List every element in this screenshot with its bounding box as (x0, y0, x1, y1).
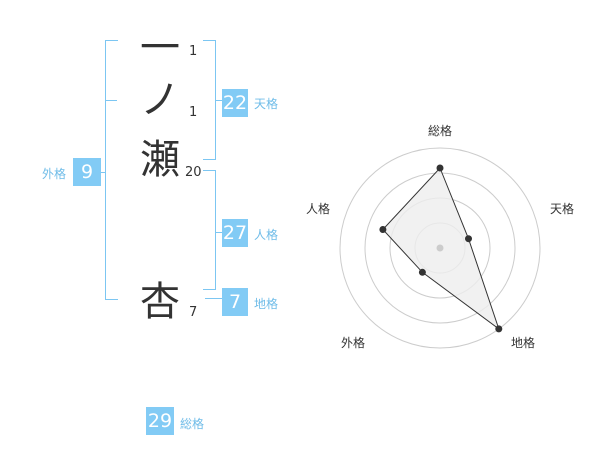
radar-axis-label-ten: 天格 (550, 202, 575, 216)
radar-point-4 (418, 268, 426, 276)
chi-kaku-label: 地格 (254, 297, 279, 311)
radar-axis-label-jin: 人格 (306, 202, 331, 216)
sou-kaku-label: 総格 (180, 417, 205, 431)
radar-point-2 (465, 235, 472, 243)
stroke-count-3: 20 (185, 165, 202, 180)
stroke-count-1: 1 (189, 44, 198, 59)
outer-bracket (105, 40, 118, 300)
radar-axis-label-chi: 地格 (511, 336, 536, 350)
name-char-4: 杏 (140, 279, 180, 325)
chi-bracket-stem (205, 298, 222, 299)
jin-kaku-label: 人格 (254, 228, 279, 242)
jin-bracket-stem (215, 232, 222, 233)
ten-bracket-stem (215, 100, 222, 101)
gai-kaku-value: 9 (73, 158, 101, 186)
radar-point-3 (495, 325, 503, 333)
gai-kaku-label: 外格 (42, 167, 67, 181)
radar-axis-label-gai: 外格 (341, 336, 366, 350)
sou-kaku-value: 29 (146, 407, 174, 435)
ten-kaku-value: 22 (222, 89, 248, 117)
radar-center-point (436, 244, 444, 252)
radar-point-5 (379, 226, 387, 233)
radar-point-1 (436, 164, 444, 172)
name-char-2: ノ (140, 77, 180, 123)
stroke-count-2: 1 (189, 105, 198, 120)
ten-kaku-label: 天格 (254, 97, 279, 111)
radar-axis-label-sou: 総格 (428, 124, 453, 138)
jin-kaku-value: 27 (222, 219, 248, 247)
chi-kaku-value: 7 (222, 288, 248, 316)
jin-bracket (203, 170, 216, 290)
name-char-3: 瀬 (140, 137, 180, 183)
radar-ring-4 (339, 147, 541, 349)
name-char-1: 一 (140, 25, 180, 71)
stroke-count-4: 7 (189, 305, 198, 320)
outer-bracket-tick-1 (105, 100, 117, 101)
